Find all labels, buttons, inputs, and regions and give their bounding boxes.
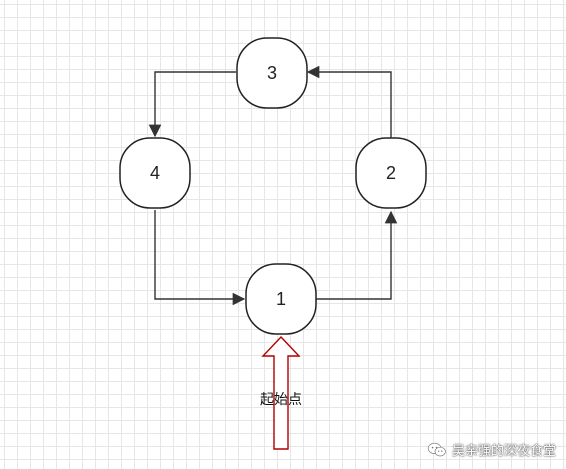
node-4: 4 [119, 137, 191, 209]
edge-1-to-2 [316, 210, 398, 300]
node-1-shape [245, 263, 317, 335]
edge-3-to-4 [148, 71, 236, 138]
node-3: 3 [236, 37, 308, 109]
start-label: 起始点 [260, 392, 302, 408]
start-arrow [261, 335, 301, 450]
watermark: 吴亲强的深夜食堂 [427, 440, 556, 459]
node-3-label: 3 [267, 63, 277, 83]
watermark-text: 吴亲强的深夜食堂 [451, 444, 556, 459]
node-1-label: 1 [276, 289, 286, 309]
wechat-icon [427, 442, 446, 456]
node-2-shape [355, 137, 427, 209]
node-4-label: 4 [150, 163, 160, 183]
node-2-label: 2 [386, 163, 396, 183]
node-2: 2 [355, 137, 427, 209]
node-1: 1 [245, 263, 317, 335]
node-4-shape [119, 137, 191, 209]
edge-4-to-1 [154, 210, 246, 306]
edge-2-to-3 [306, 65, 392, 138]
node-3-shape [236, 37, 308, 109]
